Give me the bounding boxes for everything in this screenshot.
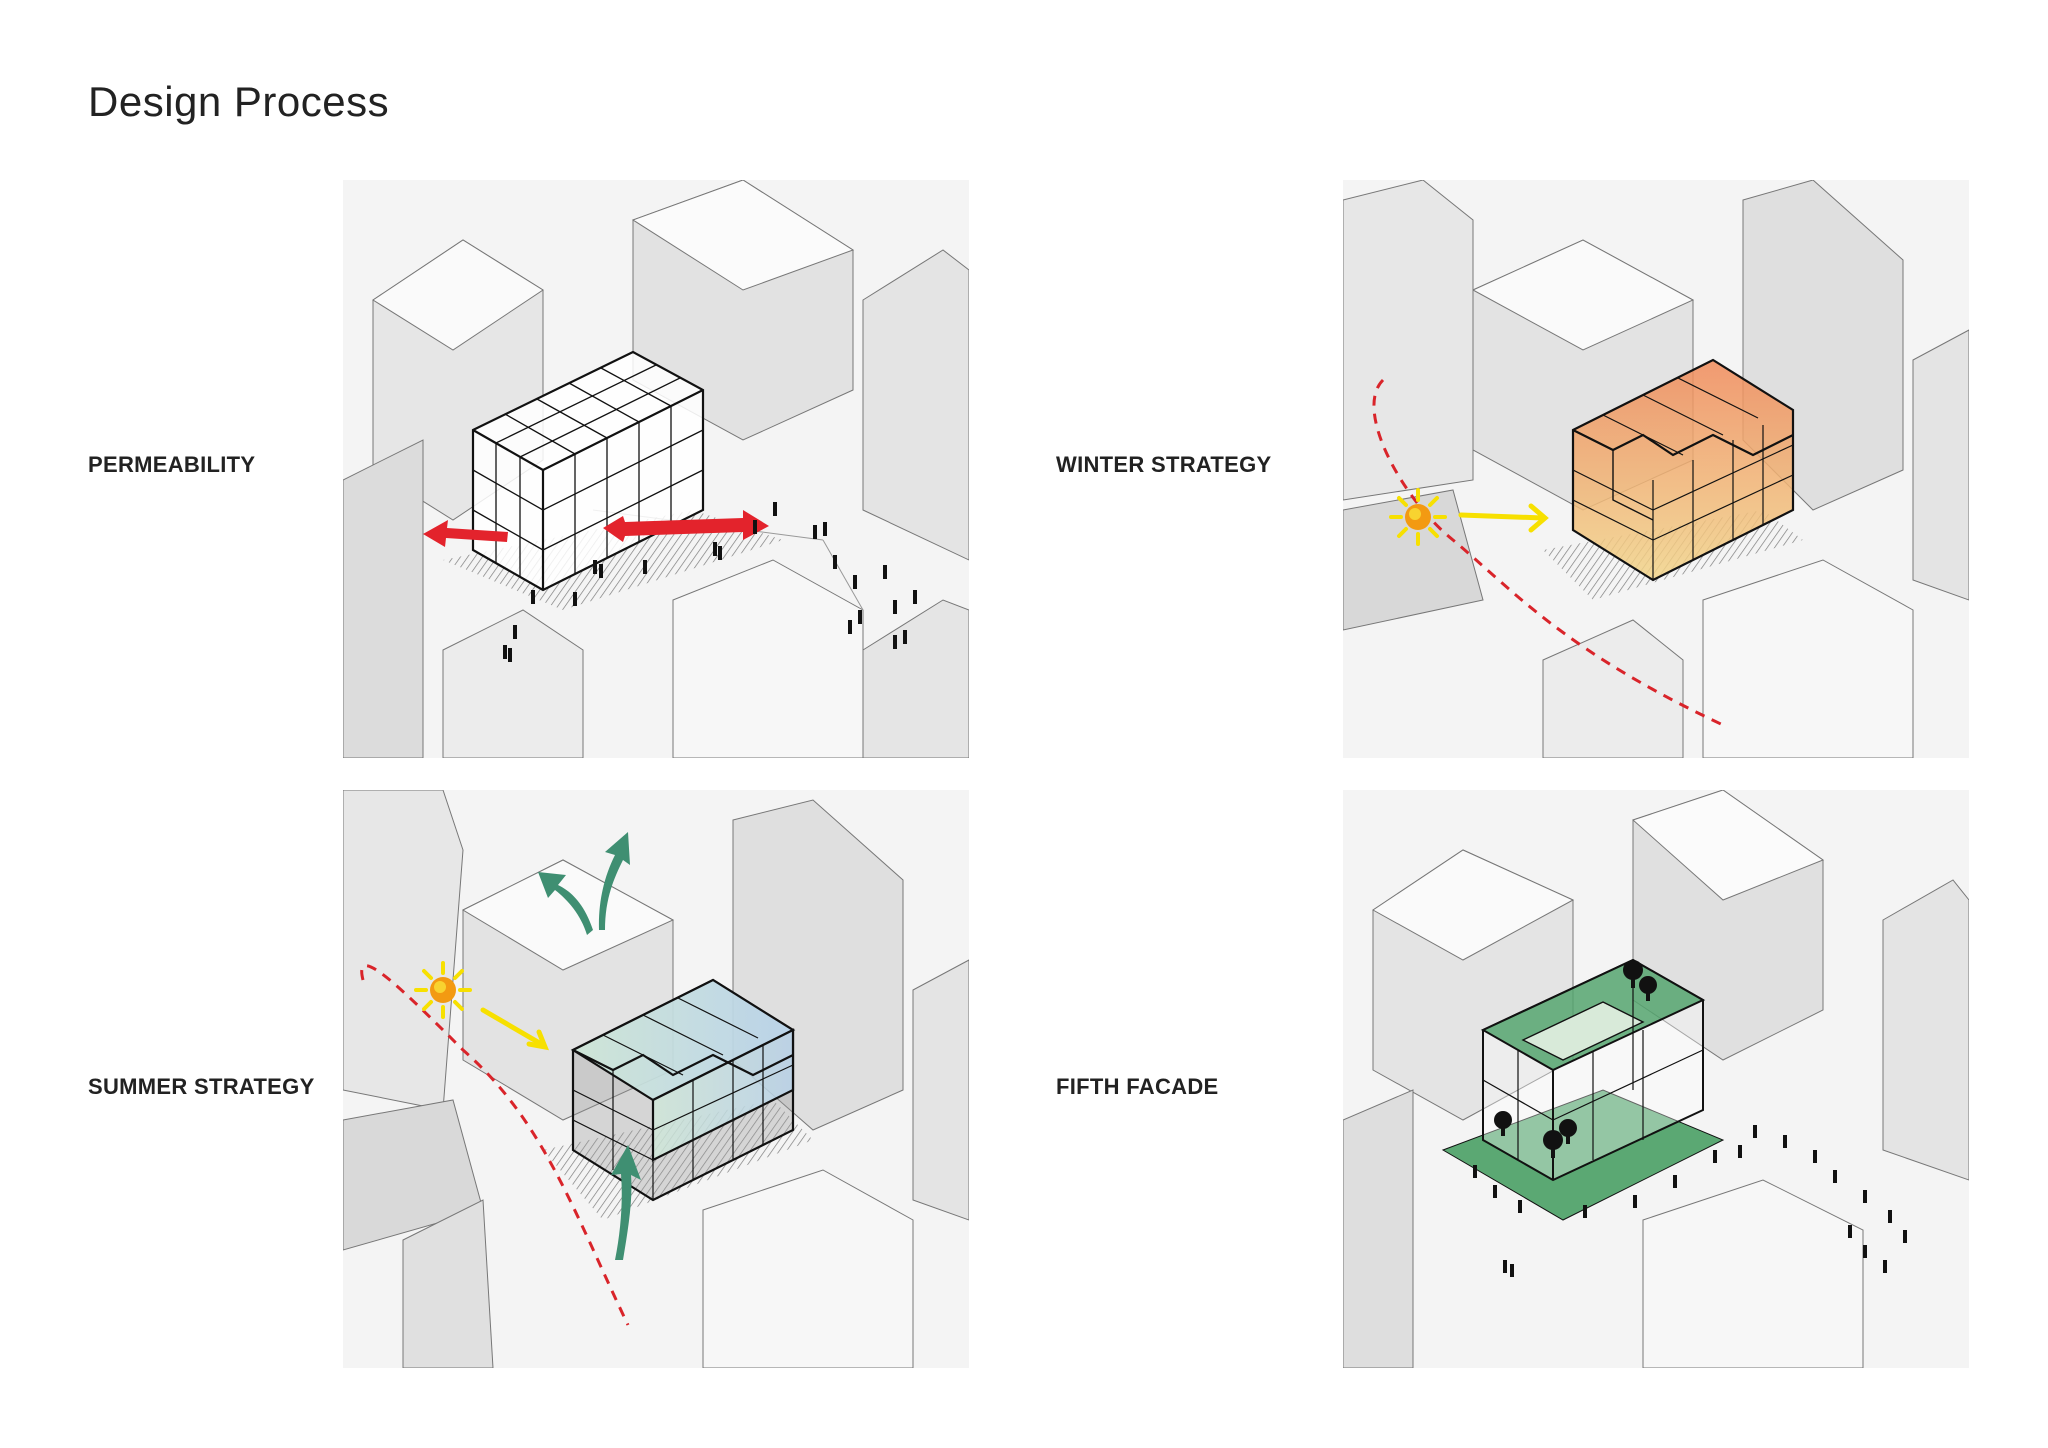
- label-permeability: PERMEABILITY: [88, 452, 256, 477]
- sun-icon: [1389, 488, 1447, 546]
- diagram-winter-strategy: [1343, 180, 1969, 758]
- sun-path: [360, 964, 630, 1326]
- diagram-fifth-facade: [1343, 790, 1969, 1368]
- sun-ray-arrow: [480, 1007, 550, 1051]
- diagram-summer-strategy: [343, 790, 969, 1368]
- summer-svg: [343, 790, 969, 1368]
- sun-ray-arrow: [1458, 503, 1549, 533]
- context-buildings: [343, 790, 969, 1368]
- winter-svg: [1343, 180, 1969, 758]
- people: [1473, 1125, 1907, 1277]
- permeability-svg: [343, 180, 969, 758]
- trees: [1494, 960, 1657, 1158]
- ground-shadow: [543, 1100, 813, 1220]
- airflow-arrows: [538, 832, 641, 1260]
- diagram-permeability: [343, 180, 969, 758]
- fifth-facade-svg: [1343, 790, 1969, 1368]
- green-ground: [1441, 1089, 1725, 1221]
- sun-path: [1372, 378, 1724, 727]
- sun-icon: [414, 961, 472, 1019]
- label-winter-strategy: WINTER STRATEGY: [1056, 452, 1272, 477]
- people: [503, 502, 917, 662]
- label-summer-strategy: SUMMER STRATEGY: [88, 1074, 315, 1099]
- building-warm: [1571, 358, 1795, 582]
- page-title: Design Process: [88, 78, 390, 125]
- permeability-arrows: [423, 510, 769, 547]
- ground-shadow: [443, 510, 783, 610]
- label-fifth-facade: FIFTH FACADE: [1056, 1074, 1219, 1099]
